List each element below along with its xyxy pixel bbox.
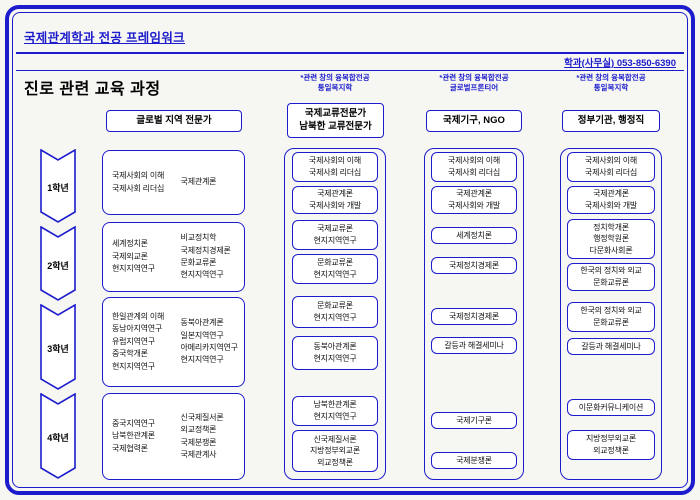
year-label-4: 4학년	[47, 433, 69, 443]
course-box: 국제기구론	[431, 412, 517, 429]
course-list: 신국제질서론 외교정책론 국제분쟁론 국제관계사	[180, 412, 224, 459]
course-box: 국제관계론 국제사회와 개발	[292, 186, 378, 214]
course-box: 지방정부외교론 외교정책론	[567, 430, 655, 460]
course-list: 동북아관계론 일본지역연구 아메리카지역연구 현지지역연구	[180, 318, 238, 365]
column-frame-ngo	[424, 148, 524, 480]
year-label-3: 3학년	[47, 344, 69, 354]
department-phone: 학과(사무실) 053-850-6390	[564, 58, 676, 69]
chevron-banner-shape	[40, 226, 76, 301]
course-list: 국제관계론	[180, 177, 217, 187]
course-box: 이문화커뮤니케이션	[567, 399, 655, 416]
year-label-2: 2학년	[47, 260, 69, 271]
column-note-exchange: *관련 창의 융복합전공 통일복지학	[300, 73, 370, 93]
column-note-ngo: *관련 창의 융복합전공 글로벌프론티어	[439, 73, 509, 93]
course-box: 국제사회의 이해 국제사회 리더십	[567, 152, 655, 182]
course-box-col1-year2: 세계정치론 국제외교론 현지지역연구 비교정치학 국제정치경제론 문화교류론 현…	[102, 222, 245, 292]
page-title: 진로 관련 교육 과정	[24, 81, 161, 98]
year-arrow-2: 2학년	[40, 226, 76, 301]
course-box: 국제관계론 국제사회와 개발	[431, 186, 517, 214]
chevron-banner-shape	[40, 304, 76, 390]
course-box: 남북한관계론 현지지역연구	[292, 396, 378, 426]
course-box: 국제사회의 이해 국제사회 리더십	[292, 152, 378, 182]
course-box: 국제정치경제론	[431, 257, 517, 274]
course-box: 국제정치경제론	[431, 308, 517, 325]
course-list: 중국지역연구 남북한관계론 국제협력론	[112, 418, 155, 453]
course-box: 동북아관계론 현지지역연구	[292, 336, 378, 370]
year-arrow-3: 3학년	[40, 304, 76, 390]
framework-title: 국제관계학과 전공 프레임워크	[24, 31, 185, 45]
course-list: 세계정치론 국제외교론 현지지역연구	[112, 239, 155, 274]
course-box: 국제교류론 현지지역연구	[292, 220, 378, 250]
course-box: 갈등과 해결세미나	[431, 337, 517, 354]
course-list: 비교정치학 국제정치경제론 문화교류론 현지지역연구	[180, 233, 231, 280]
course-box: 한국의 정치와 외교 문화교류론	[567, 263, 655, 291]
course-box-col1-year1: 국제사회의 이해 국제사회 리더십 국제관계론	[102, 150, 245, 215]
year-label-1: 1학년	[47, 183, 69, 193]
column-frame-exchange	[284, 148, 386, 480]
column-frame-government	[560, 148, 662, 480]
course-box: 국제관계론 국제사회와 개발	[567, 186, 655, 214]
year-arrow-4: 4학년	[40, 393, 76, 479]
course-box-col1-year3: 한일관계의 이해 동남아지역연구 유럽지역연구 중국학개론 현지지역연구 동북아…	[102, 297, 245, 387]
course-box: 국제분쟁론	[431, 452, 517, 469]
course-box: 문화교류론 현지지역연구	[292, 296, 378, 328]
header-divider-top	[16, 52, 684, 54]
chevron-banner-shape	[40, 393, 76, 479]
column-note-government: *관련 창의 융복합전공 통일복지학	[576, 73, 646, 93]
chevron-banner-shape	[40, 149, 76, 223]
course-box: 국제사회의 이해 국제사회 리더십	[431, 152, 517, 182]
course-box: 신국제질서론 지방정부외교론 외교정책론	[292, 430, 378, 472]
course-box: 갈등과 해결세미나	[567, 338, 655, 355]
course-list: 한일관계의 이해 동남아지역연구 유럽지역연구 중국학개론 현지지역연구	[112, 312, 165, 371]
course-box: 세계정치론	[431, 227, 517, 244]
course-box: 문화교류론 현지지역연구	[292, 254, 378, 284]
course-box: 정치학개론 행정학원론 다문화사회론	[567, 219, 655, 259]
header-divider-bottom	[16, 70, 684, 71]
column-header-ngo: 국제기구, NGO	[426, 110, 522, 132]
column-header-global-expert: 글로벌 지역 전문가	[106, 110, 242, 132]
course-box-col1-year4: 중국지역연구 남북한관계론 국제협력론 신국제질서론 외교정책론 국제분쟁론 국…	[102, 393, 245, 480]
course-box: 한국의 정치와 외교 문화교류론	[567, 302, 655, 332]
course-list: 국제사회의 이해 국제사회 리더십	[112, 171, 165, 193]
year-arrow-1: 1학년	[40, 149, 76, 223]
column-header-exchange-expert: 국제교류전문가 남북한 교류전문가	[287, 103, 384, 138]
column-header-government: 정부기관, 행정직	[562, 110, 660, 132]
